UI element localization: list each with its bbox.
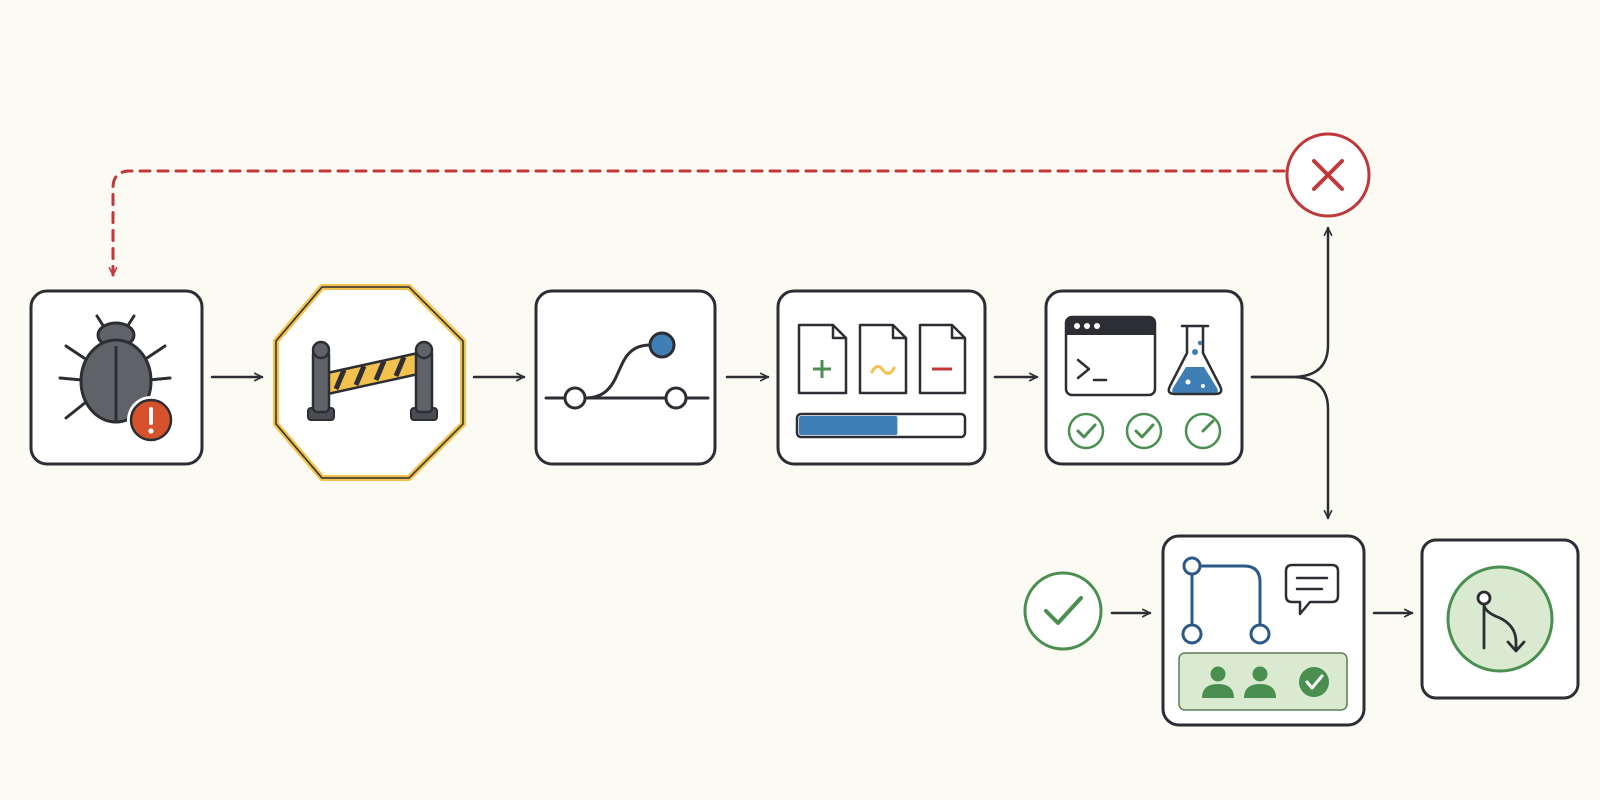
bug-icon [58,314,172,424]
pull-request-icon [1181,556,1271,645]
close-icon [1312,159,1344,191]
pull-request-review-node [1161,534,1366,727]
run-tests-node [1044,289,1244,466]
code-changes-node [776,289,987,466]
terminal-icon [1064,315,1157,397]
fork-to-review [1250,375,1333,520]
file-removed-icon [918,323,967,395]
test-status-row [1067,412,1222,450]
alert-badge-icon [127,396,175,444]
progress-fill [799,416,898,435]
check-running-icon [1184,412,1222,450]
git-branch-node [534,289,717,466]
file-added-icon [797,323,848,395]
merge-node [1420,538,1580,700]
fork-to-failure [1250,226,1333,379]
approval-bar [1178,652,1348,711]
passed-node [1023,571,1103,651]
flask-icon [1167,324,1223,396]
barrier-gate-node [273,284,466,481]
check-passed-icon [1125,412,1163,450]
approved-check-icon [1299,667,1329,697]
check-passed-icon [1067,412,1105,450]
barrier-gate-icon [307,340,438,421]
bug-report-node [29,289,204,466]
reviewer-avatar-icon [1202,666,1234,698]
comment-icon [1284,563,1340,616]
file-modified-icon [858,323,908,395]
check-icon [1044,596,1083,625]
failure-loop-back-arrow [108,169,1286,277]
merge-icon [1476,590,1526,653]
branch-curve-icon [544,331,710,410]
failure-node [1285,132,1371,218]
connectors [210,226,1414,618]
reviewer-avatar-icon [1244,666,1276,698]
